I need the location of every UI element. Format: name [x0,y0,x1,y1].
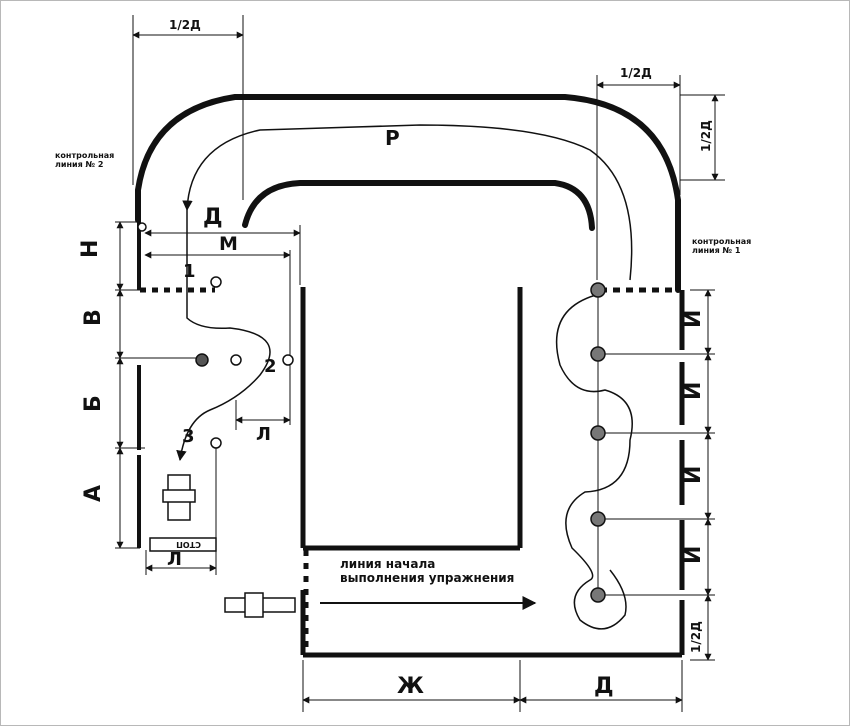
i-label-3: И [681,466,706,484]
inner-block [300,287,523,551]
half-d-top-label: 1/2Д [169,18,201,32]
b-label: Б [81,395,106,412]
inner-course-boundary [242,180,595,231]
d-top-label: Д [203,205,223,230]
half-d-bottom-label: 1/2Д [689,621,703,653]
cone-markers [137,222,606,603]
point-2-label: 2 [264,356,277,377]
v-label: В [81,309,106,326]
point-3-label: 3 [182,426,195,447]
zh-label: Ж [397,674,424,699]
a-label: А [81,485,106,502]
dimension-lines [115,15,725,712]
half-d-vert-label: 1/2Д [699,120,713,152]
stop-box [149,537,217,552]
n-label: Н [78,240,103,258]
r-label: Р [385,126,400,150]
outer-course-boundary [135,94,681,293]
i-label-4: И [681,546,706,564]
i-label-1: И [681,310,706,328]
point-1-label: 1 [183,261,196,282]
i-label-2: И [681,382,706,400]
l-bottom-label: Л [167,549,182,570]
car-icon [162,474,196,521]
stop-label: СТОП [176,540,201,549]
l-mid-label: Л [256,424,271,445]
route-paths [176,124,633,630]
start-car-icon [224,592,296,618]
d-bottom-label: Д [594,674,614,699]
half-d-right-label: 1/2Д [620,66,652,80]
m-label: М [219,233,238,255]
right-boundary [300,290,685,658]
